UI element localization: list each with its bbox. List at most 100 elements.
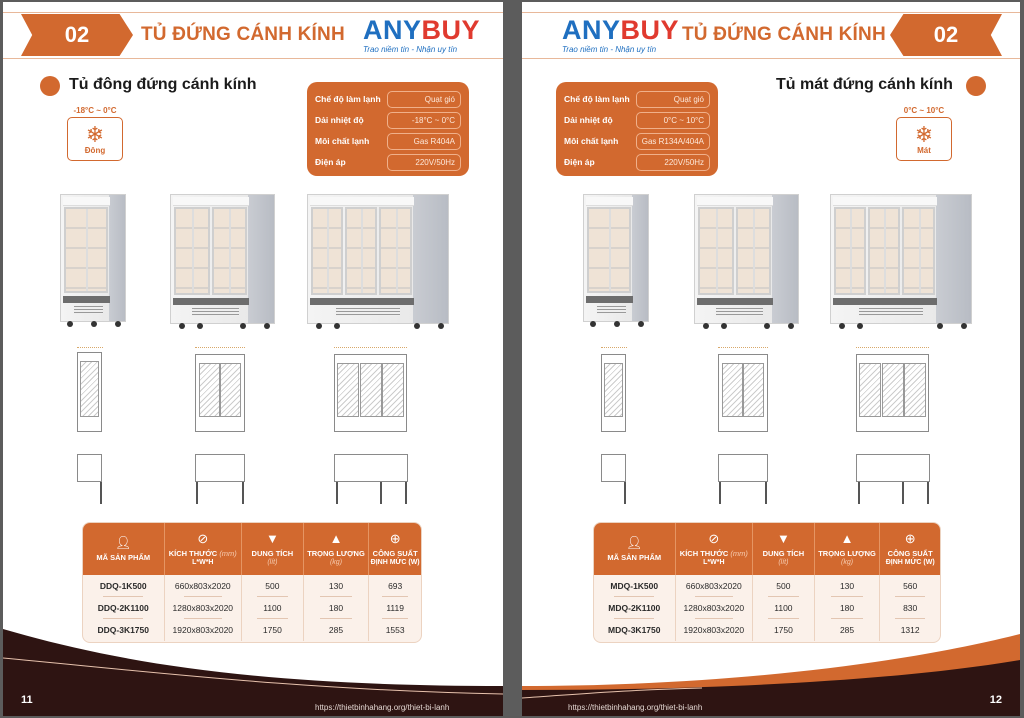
drawing-front-3-door <box>334 354 407 432</box>
cell-capacity: 1750 <box>753 619 815 641</box>
spec-label: Điện áp <box>315 157 346 167</box>
section-title: TỦ ĐỨNG CÁNH KÍNH <box>141 24 345 45</box>
cell-weight: 130 <box>304 575 370 597</box>
heading-dot <box>966 76 986 96</box>
page-12: ANYBUY Trao niềm tin - Nhận uy tín TỦ ĐỨ… <box>522 2 1020 716</box>
cell-dimensions: 660x803x2020 <box>165 575 243 597</box>
cell-power: 1553 <box>385 625 405 635</box>
spec-value: Gas R404A <box>387 132 461 150</box>
cell-capacity: 500 <box>753 575 815 597</box>
cell-power: 693 <box>369 575 421 597</box>
footer-url[interactable]: https://thietbinhahang.org/thiet-bi-lanh <box>315 703 450 712</box>
spec-value: 0°C ~ 10°C <box>636 111 710 129</box>
cell-power: 560 <box>880 575 940 597</box>
col-header-capacity: ▼DUNG TÍCH(lít) <box>753 523 815 575</box>
cell-power: 1119 <box>369 597 421 619</box>
table-header: 👤︎MÃ SẢN PHẨM ⊘KÍCH THƯỚC (mm)L*W*H ▼DUN… <box>594 523 940 575</box>
spec-label: Điện áp <box>564 157 595 167</box>
spec-value: -18°C ~ 0°C <box>387 111 461 129</box>
spec-value: Gas R134A/404A <box>636 132 710 150</box>
cell-code: DDQ-3K1750 <box>83 619 165 641</box>
spec-label: Chế độ làm lạnh <box>564 94 630 104</box>
col-header-product-code: 👤︎MÃ SẢN PHẨM <box>594 523 676 575</box>
cell-code: DDQ-2K1100 <box>83 597 165 619</box>
cell-capacity: 1100 <box>242 597 304 619</box>
spec-label: Dải nhiệt độ <box>564 115 613 125</box>
fridge-image-3-door <box>307 194 449 329</box>
spec-value: Quạt gió <box>387 90 461 108</box>
logo-buy: BUY <box>421 15 481 45</box>
cell-dimensions: 1280x803x2020 <box>676 597 754 619</box>
page-11: 02 TỦ ĐỨNG CÁNH KÍNH ANYBUY Trao niềm ti… <box>3 2 503 716</box>
cell-code: MDQ-2K1100 <box>594 597 676 619</box>
spec-label: Môi chất lạnh <box>315 136 370 146</box>
drawing-side-1-door <box>601 454 626 482</box>
drawing-front-3-door <box>856 354 929 432</box>
drawing-front-2-door <box>718 354 768 432</box>
logo-tagline: Trao niềm tin - Nhận uy tín <box>562 45 657 54</box>
temperature-range: -18°C ~ 0°C <box>73 106 117 115</box>
logo-tagline: Trao niềm tin - Nhận uy tín <box>363 45 458 54</box>
spec-row-temp-range: Dải nhiệt độ-18°C ~ 0°C <box>315 110 461 130</box>
power-icon: ⊕ <box>389 530 401 546</box>
user-icon: 👤︎ <box>626 535 643 550</box>
header-rule-bottom <box>3 58 503 59</box>
cup-icon: ▼ <box>265 530 279 546</box>
fridge-image-3-door <box>830 194 972 329</box>
temperature-range: 0°C ~ 10°C <box>903 106 945 115</box>
fridge-image-1-door <box>583 194 649 327</box>
user-icon: 👤︎ <box>115 535 132 550</box>
cell-dimensions: 1920x803x2020 <box>165 619 243 641</box>
col-header-dimensions: ⊘KÍCH THƯỚC (mm)L*W*H <box>165 523 243 575</box>
spec-row-refrigerant: Môi chất lạnh Gas R404A <box>315 131 461 151</box>
footer-url[interactable]: https://thietbinhahang.org/thiet-bi-lanh <box>568 703 703 712</box>
col-header-capacity: ▼DUNG TÍCH(lít) <box>242 523 304 575</box>
col-header-product-code: 👤︎MÃ SẢN PHẨM <box>83 523 165 575</box>
drawing-front-1-door <box>601 354 626 432</box>
page-number: 11 <box>21 694 33 706</box>
temperature-badge: -18°C ~ 0°C ❄ Đông <box>67 106 123 161</box>
logo-any: ANY <box>562 15 621 45</box>
cell-weight: 130 <box>815 575 881 597</box>
spec-row-temp-range: Dải nhiệt độ 0°C ~ 10°C <box>564 110 710 130</box>
col-header-weight: ▲TRỌNG LƯỢNG(kg) <box>304 523 370 575</box>
temperature-badge: 0°C ~ 10°C ❄ Mát <box>896 106 952 161</box>
cell-weight: 285 <box>815 619 881 641</box>
anybuy-logo: ANYBUY Trao niềm tin - Nhận uy tín <box>363 16 480 54</box>
cell-code: DDQ-1K500 <box>83 575 165 597</box>
product-spec-table: 👤︎MÃ SẢN PHẨM ⊘KÍCH THƯỚC (mm)L*W*H ▼DUN… <box>593 522 941 643</box>
cell-dimensions: 1280x803x2020 <box>165 597 243 619</box>
cell-capacity: 500 <box>242 575 304 597</box>
fridge-image-2-door <box>170 194 275 329</box>
section-title: TỦ ĐỨNG CÁNH KÍNH <box>682 24 886 45</box>
spec-label: Chế độ làm lạnh <box>315 94 381 104</box>
spec-label: Môi chất lạnh <box>564 136 619 146</box>
heading-dot <box>40 76 60 96</box>
snowflake-icon: ❄ <box>914 121 934 147</box>
cell-power: 1312 <box>900 625 920 635</box>
product-spec-table: 👤︎MÃ SẢN PHẨM ⊘KÍCH THƯỚC (mm)L*W*H ▼DUN… <box>82 522 422 643</box>
drawing-front-1-door <box>77 352 102 432</box>
page-number: 12 <box>989 694 1002 706</box>
cell-weight: 180 <box>815 597 881 619</box>
drawing-front-2-door <box>195 354 245 432</box>
cell-capacity: 1750 <box>242 619 304 641</box>
power-icon: ⊕ <box>904 530 916 546</box>
drawing-side-1-door <box>77 454 102 482</box>
cell-dimensions: 1920x803x2020 <box>676 619 754 641</box>
section-number-ribbon: 02 <box>21 14 133 56</box>
footer-wave: 11 https://thietbinhahang.org/thiet-bi-l… <box>3 624 503 716</box>
spec-value: 220V/50Hz <box>636 153 710 171</box>
section-number-ribbon: 02 <box>890 14 1002 56</box>
weight-icon: ▲ <box>840 530 854 546</box>
